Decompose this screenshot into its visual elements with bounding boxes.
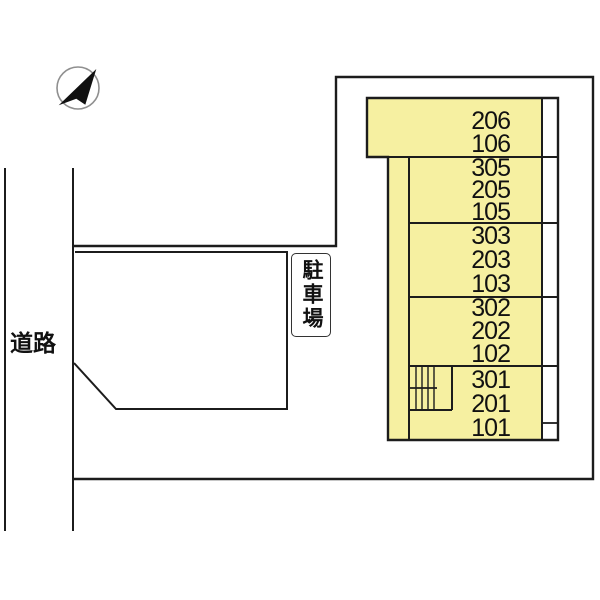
room-block-302-202-102: 302 202 102	[409, 294, 542, 368]
road-label: 道路	[10, 330, 56, 356]
room-block-301-201-101: 301 201 101	[409, 366, 542, 442]
room-block-206-106: 206 106	[367, 99, 542, 157]
north-arrow-icon	[56, 66, 100, 110]
site-boundary-line	[73, 75, 595, 481]
unit-number: 303	[471, 222, 511, 250]
unit-number: 205	[471, 176, 511, 204]
parking-area-outline	[73, 251, 288, 410]
unit-number: 305	[471, 154, 511, 182]
parking-label-box: 駐車場	[291, 253, 331, 337]
unit-number: 302	[471, 294, 511, 322]
unit-number: 106	[471, 130, 511, 158]
unit-number: 103	[471, 270, 511, 298]
stairs-icon	[409, 366, 453, 411]
unit-number: 202	[471, 317, 511, 345]
room-block-305-205-105: 305 205 105	[409, 154, 542, 226]
unit-number: 203	[471, 246, 511, 274]
room-block-303-203-103: 303 203 103	[409, 223, 542, 297]
parking-label: 駐車場	[300, 259, 323, 331]
unit-number: 201	[471, 390, 511, 418]
unit-number: 101	[471, 414, 511, 442]
unit-number: 102	[471, 340, 511, 368]
building-fill	[367, 98, 542, 440]
unit-number: 105	[471, 198, 511, 226]
unit-number: 206	[471, 107, 511, 135]
unit-number: 301	[471, 366, 511, 394]
compass-needle	[58, 69, 97, 106]
